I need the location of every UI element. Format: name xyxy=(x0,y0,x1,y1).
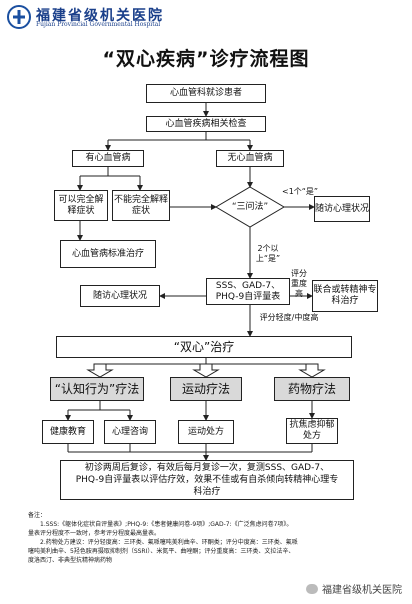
label-two-or-more-yes: 2个以上“是” xyxy=(255,244,281,263)
node-specialist-referral: 联合或转精神专科治疗 xyxy=(312,280,378,312)
note-line: 噻吨美利曲辛、5羟色胺再摄取抑制剂（SSRI）、米氮平、曲唑酮；评分重度高：三环… xyxy=(28,548,295,555)
node-follow-up-top: 随访心理状况 xyxy=(314,196,370,222)
node-no-cvd: 无心血管病 xyxy=(216,150,284,167)
node-exercise-therapy: 运动疗法 xyxy=(170,377,242,401)
wechat-icon xyxy=(306,583,318,594)
node-cv-examination: 心血管疾病相关检查 xyxy=(146,116,266,132)
hospital-logo-icon xyxy=(7,5,31,29)
node-cbt: “认知行为”疗法 xyxy=(50,377,144,401)
node-counseling: 心理咨询 xyxy=(104,420,156,444)
three-questions-diamond xyxy=(215,186,285,228)
node-can-explain: 可以完全解释症状 xyxy=(54,190,108,221)
hospital-name-en: Fujian Provincial Governmental Hospital xyxy=(36,21,161,28)
note-line: 量表评分程度不一致时，参考评分程度最高量表。 xyxy=(28,530,161,537)
note-line: 2.药物处方建议：评分轻度高：三环类、氟哌噻吨美利曲辛、环酮类；评分中度高：三环… xyxy=(40,539,298,546)
label-less-than-one-yes: <1个“是” xyxy=(282,187,319,196)
node-standard-treatment: 心血管病标准治疗 xyxy=(60,240,156,268)
node-follow-up-mid: 随访心理状况 xyxy=(80,285,160,307)
node-cardiology-patient: 心血管科就诊患者 xyxy=(146,84,266,103)
label-mild-moderate-score: 评分轻度/中度高 xyxy=(259,313,319,322)
note-line: 1.SSS:《躯体化症状自评量表》;PHQ-9:《患者健康问卷-9项》;GAD-… xyxy=(40,521,293,528)
node-three-questions: “三问法” xyxy=(231,202,269,212)
node-has-cvd: 有心血管病 xyxy=(72,150,144,167)
node-drug-therapy: 药物疗法 xyxy=(274,377,350,401)
node-review-followup: 初诊两周后复诊，有效后每月复诊一次，复测SSS、GAD-7、PHQ-9自评量表以… xyxy=(60,460,354,500)
node-exercise-prescription: 运动处方 xyxy=(178,420,234,444)
node-health-education: 健康教育 xyxy=(42,420,94,444)
note-heading: 备注： xyxy=(28,512,47,519)
node-scales: SSS、GAD-7、PHQ-9自评量表 xyxy=(206,278,290,305)
page-header: 福建省级机关医院 Fujian Provincial Governmental … xyxy=(0,0,412,34)
node-antianxiety-prescription: 抗焦虑抑郁处方 xyxy=(286,418,338,444)
watermark: 福建省级机关医院 xyxy=(306,581,402,596)
node-double-heart-treatment: “双心”治疗 xyxy=(56,336,352,358)
page-title: “双心疾病”诊疗流程图 xyxy=(102,48,310,70)
label-severe-score: 评分重度高 xyxy=(291,269,307,298)
watermark-text: 福建省级机关医院 xyxy=(322,585,402,596)
hospital-name-cn: 福建省级机关医院 xyxy=(36,8,164,24)
note-line: 度洛西汀、非典型抗精神病药物 xyxy=(28,557,113,564)
node-cannot-explain: 不能完全解释症状 xyxy=(112,190,170,221)
